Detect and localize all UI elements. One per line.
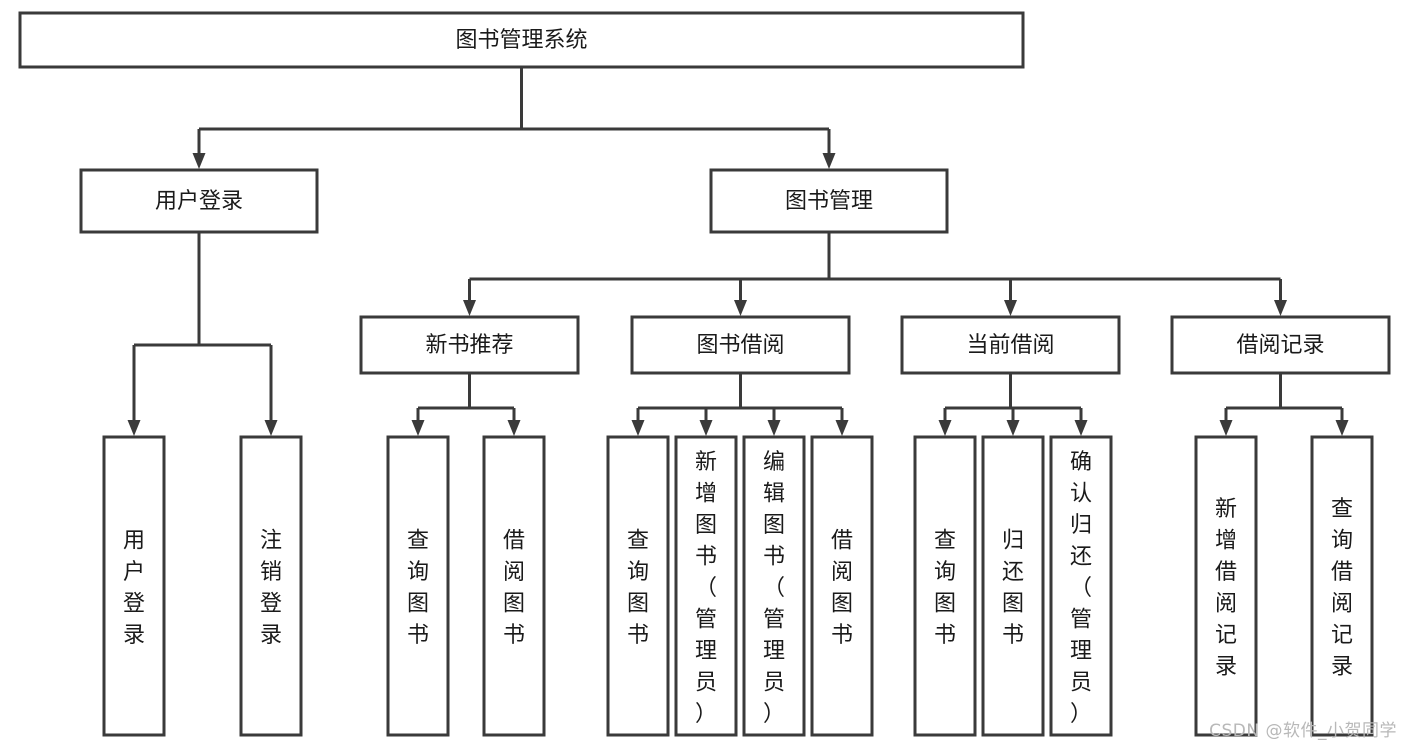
node-label: 查询借阅记录	[1331, 497, 1353, 680]
node-current-borrow[interactable]: 当前借阅	[900, 315, 1121, 375]
node-leaf-edit-book[interactable]: 编辑图书（管理员）	[742, 435, 806, 737]
node-leaf-borrow-1[interactable]: 借阅图书	[482, 435, 546, 737]
node-label: 当前借阅	[966, 333, 1054, 358]
node-leaf-add-rec[interactable]: 新增借阅记录	[1194, 435, 1258, 737]
node-new-book-rec[interactable]: 新书推荐	[359, 315, 580, 375]
node-label: 新书推荐	[425, 333, 513, 358]
node-label: 新增借阅记录	[1215, 497, 1237, 680]
node-leaf-query-3[interactable]: 查询图书	[913, 435, 977, 737]
node-leaf-confirm[interactable]: 确认归还（管理员）	[1049, 435, 1113, 737]
connector-layer	[127, 67, 1349, 436]
node-label: 新增图书（管理员）	[695, 450, 717, 727]
connector-root	[192, 67, 836, 169]
connector-new-book-rec	[411, 373, 521, 436]
node-label: 图书管理系统	[455, 28, 587, 53]
node-leaf-return[interactable]: 归还图书	[981, 435, 1045, 737]
node-label: 确认归还（管理员）	[1070, 450, 1092, 727]
node-layer: 图书管理系统用户登录图书管理新书推荐图书借阅当前借阅借阅记录用户登录注销登录查询…	[18, 11, 1391, 737]
node-label: 图书管理	[785, 189, 873, 214]
node-label: 借阅图书	[831, 529, 853, 649]
connector-borrow-record	[1219, 373, 1349, 436]
node-borrow-record[interactable]: 借阅记录	[1170, 315, 1391, 375]
node-label: 编辑图书（管理员）	[763, 450, 785, 727]
node-label: 注销登录	[260, 529, 282, 649]
watermark-label: CSDN @软件_小贺同学	[1209, 721, 1397, 741]
connector-user-login	[127, 232, 278, 436]
node-user-login[interactable]: 用户登录	[79, 168, 319, 234]
node-leaf-user-login[interactable]: 用户登录	[102, 435, 166, 737]
node-leaf-query-rec[interactable]: 查询借阅记录	[1310, 435, 1374, 737]
node-label: 借阅图书	[503, 529, 525, 649]
connector-book-borrow	[631, 373, 849, 436]
node-label: 借阅记录	[1236, 333, 1324, 358]
node-label: 归还图书	[1002, 529, 1024, 649]
node-label: 查询图书	[934, 529, 956, 649]
node-root[interactable]: 图书管理系统	[18, 11, 1025, 69]
node-label: 用户登录	[123, 529, 145, 649]
node-leaf-logout[interactable]: 注销登录	[239, 435, 303, 737]
node-label: 图书借阅	[696, 333, 784, 358]
node-leaf-query-1[interactable]: 查询图书	[386, 435, 450, 737]
node-label: 用户登录	[155, 189, 243, 214]
node-leaf-query-2[interactable]: 查询图书	[606, 435, 670, 737]
node-label: 查询图书	[627, 529, 649, 649]
connector-current-borrow	[938, 373, 1088, 436]
node-leaf-add-book[interactable]: 新增图书（管理员）	[674, 435, 738, 737]
node-leaf-borrow-2[interactable]: 借阅图书	[810, 435, 874, 737]
node-book-borrow[interactable]: 图书借阅	[630, 315, 851, 375]
connector-book-manage	[463, 232, 1287, 316]
node-label: 查询图书	[407, 529, 429, 649]
node-book-manage[interactable]: 图书管理	[709, 168, 949, 234]
